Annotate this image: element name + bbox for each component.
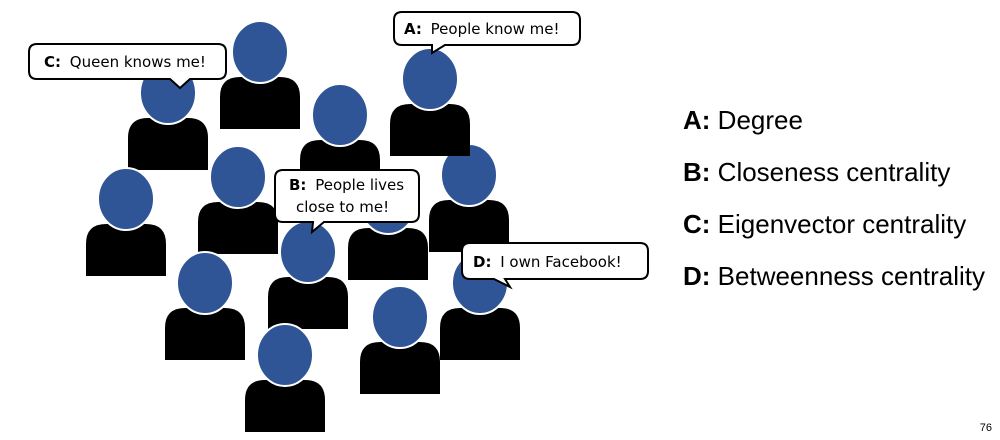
bubble-b-line1: People lives: [315, 176, 404, 194]
person-icon: [428, 143, 510, 253]
speech-bubble-b: B: People lives close to me!: [274, 169, 420, 235]
legend-label: Degree: [717, 105, 803, 135]
person-icon: [267, 220, 349, 330]
legend-key: A:: [683, 105, 711, 135]
speech-bubble-a: A: People know me!: [393, 11, 581, 55]
bubble-c-key: C:: [44, 53, 61, 71]
person-icon: [244, 323, 326, 433]
bubble-a-text: People know me!: [431, 20, 560, 38]
person-icon: [85, 167, 167, 277]
svg-text:D: I own Facebook!: D: I own Facebook!: [473, 253, 622, 271]
legend-item-betweenness: D: Betweenness centrality: [683, 256, 1000, 308]
legend-item-degree: A: Degree: [683, 100, 1000, 152]
bubble-c-text: Queen knows me!: [70, 53, 206, 71]
legend-key: B:: [683, 157, 711, 187]
legend-key: D:: [683, 261, 711, 291]
person-icon: [359, 285, 441, 395]
legend-label: Closeness centrality: [717, 157, 951, 187]
svg-text:B: People lives: B: People lives: [289, 176, 404, 194]
svg-text:C: Queen knows me!: C: Queen knows me!: [44, 53, 206, 71]
bubble-d-text: I own Facebook!: [500, 253, 621, 271]
legend-key: C:: [683, 209, 711, 239]
person-icon: [164, 251, 246, 361]
page-number: 76: [979, 422, 992, 434]
bubble-d-key: D:: [473, 253, 491, 271]
legend-item-eigenvector: C: Eigenvector centrality: [683, 204, 1000, 256]
centrality-legend: A: Degree B: Closeness centrality C: Eig…: [683, 100, 1000, 308]
svg-text:A: People know me!: A: People know me!: [404, 20, 560, 38]
person-icon: [389, 47, 471, 157]
legend-label: Betweenness centrality: [717, 261, 986, 291]
bubble-b-key: B:: [289, 176, 306, 194]
bubble-b-line2: close to me!: [296, 198, 389, 216]
bubble-a-key: A:: [404, 20, 422, 38]
speech-bubble-d: D: I own Facebook!: [461, 242, 649, 290]
person-icon: [197, 145, 279, 255]
person-icon: [219, 20, 301, 130]
legend-item-closeness: B: Closeness centrality: [683, 152, 1000, 204]
speech-bubble-c: C: Queen knows me!: [28, 43, 227, 90]
legend-label: Eigenvector centrality: [717, 209, 967, 239]
